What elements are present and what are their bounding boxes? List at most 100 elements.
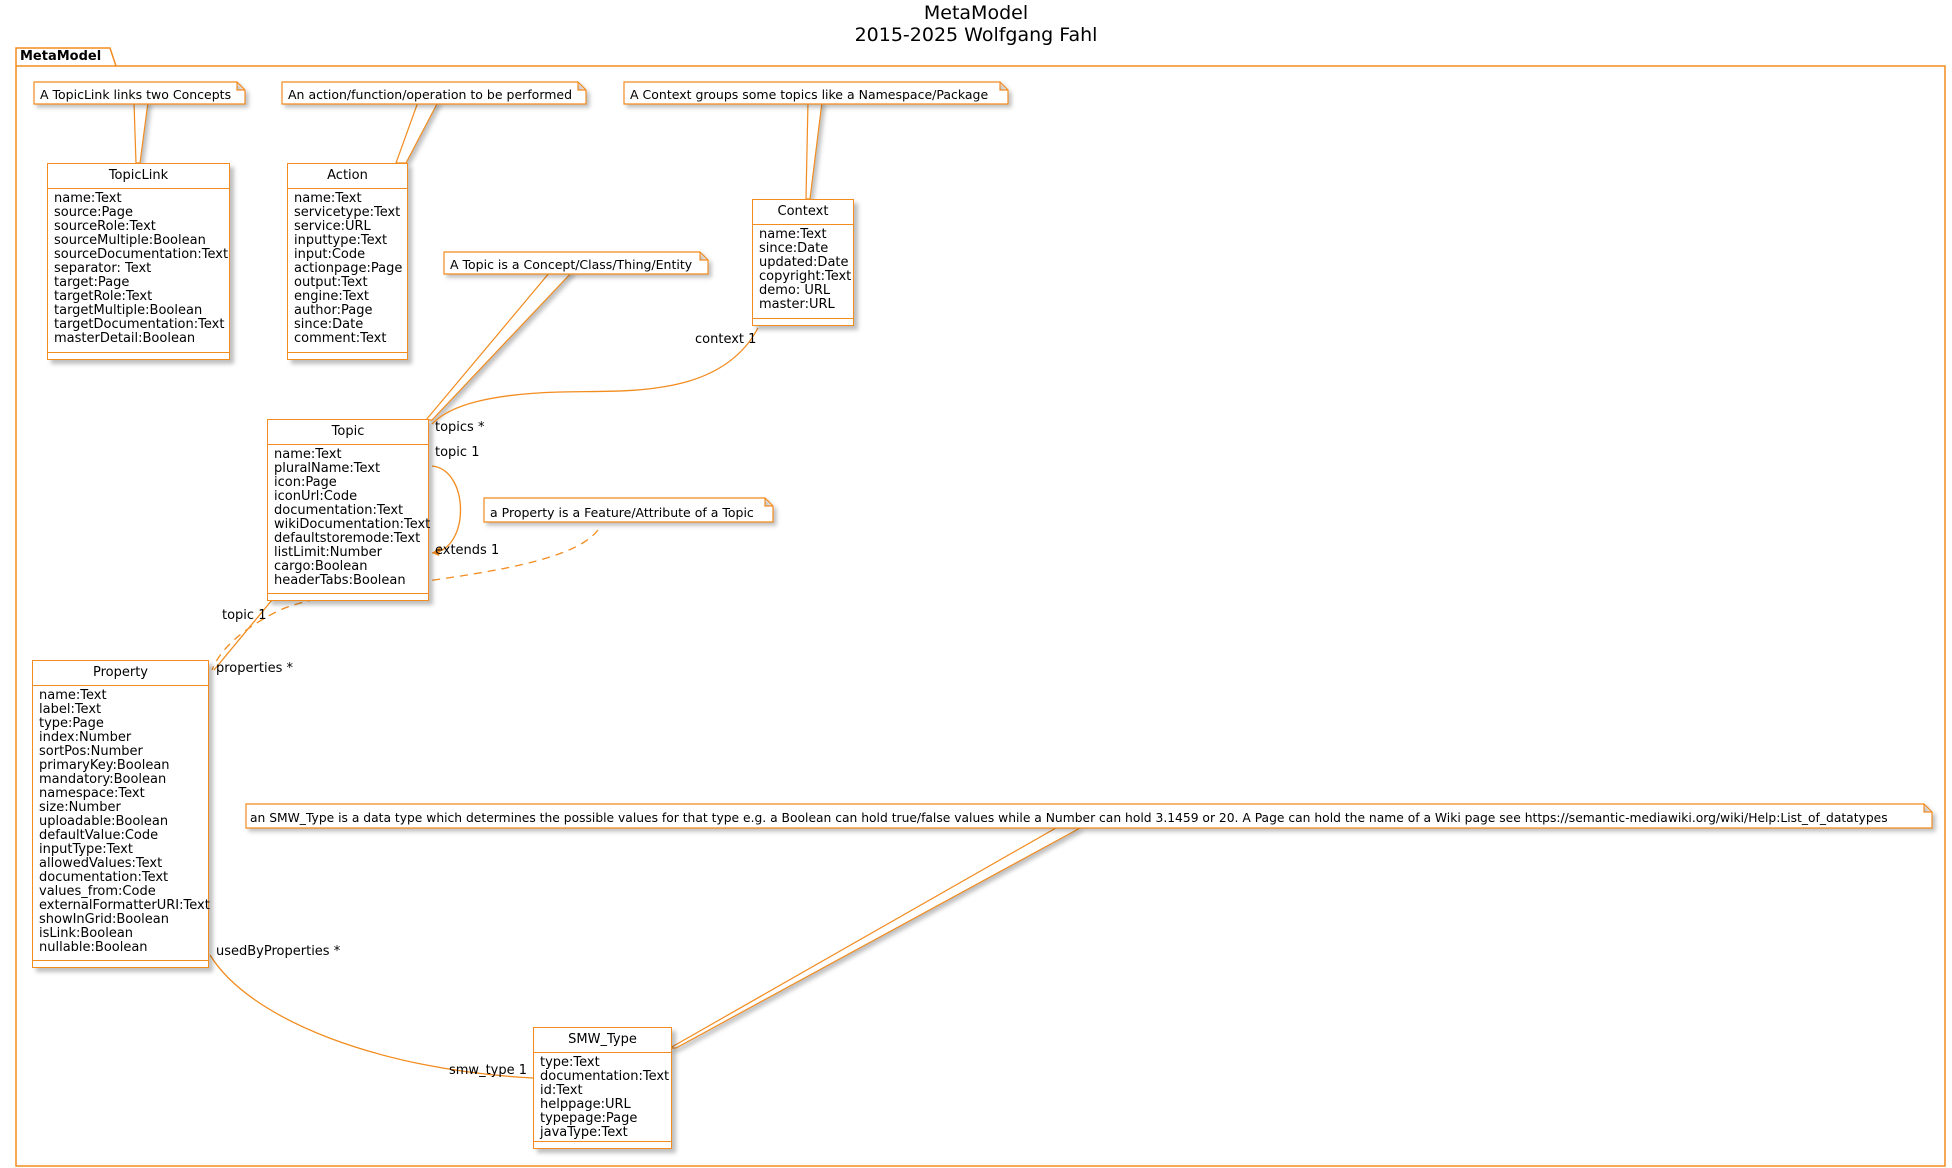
class-attribute: sortPos:Number bbox=[39, 744, 143, 759]
property-smwtype-association bbox=[209, 954, 534, 1079]
smwtype-note-shape bbox=[245, 803, 1933, 829]
class-attribute: sourceMultiple:Boolean bbox=[54, 233, 206, 248]
property-note-association bbox=[211, 529, 599, 671]
property-note-shape bbox=[483, 497, 774, 523]
class-attribute: since:Date bbox=[759, 241, 829, 256]
properties-role-label: properties * bbox=[216, 661, 293, 676]
class-attribute: iconUrl:Code bbox=[274, 489, 358, 504]
class-attribute: comment:Text bbox=[294, 331, 387, 346]
class-attribute: actionpage:Page bbox=[294, 261, 403, 276]
class-attribute: values_from:Code bbox=[39, 884, 156, 899]
class-attribute: separator: Text bbox=[54, 261, 152, 276]
extends-arrowhead bbox=[432, 546, 441, 556]
class-name: SMW_Type bbox=[534, 1028, 671, 1053]
class-attribute: inputType:Text bbox=[39, 842, 133, 857]
class-name: Property bbox=[33, 661, 208, 686]
class-attribute: servicetype:Text bbox=[294, 205, 401, 220]
class-methods-divider bbox=[753, 318, 853, 319]
class-attribute: typepage:Page bbox=[540, 1111, 638, 1126]
class-attribute: engine:Text bbox=[294, 289, 370, 304]
topic-note: A Topic is a Concept/Class/Thing/Entity bbox=[444, 253, 708, 277]
class-attribute: cargo:Boolean bbox=[274, 559, 368, 574]
class-attribute: externalFormatterURI:Text bbox=[39, 898, 210, 913]
property-topic-role-label: topic 1 bbox=[222, 608, 267, 623]
topic-note-shape bbox=[443, 251, 709, 275]
class-attribute: uploadable:Boolean bbox=[39, 814, 169, 829]
property-note-text: a Property is a Feature/Attribute of a T… bbox=[490, 505, 754, 520]
used-by-role-label: usedByProperties * bbox=[216, 944, 341, 959]
property-note: a Property is a Feature/Attribute of a T… bbox=[484, 501, 770, 525]
class-attribute: since:Date bbox=[294, 317, 364, 332]
class-attribute: headerTabs:Boolean bbox=[274, 573, 406, 588]
class-attribute: defaultValue:Code bbox=[39, 828, 159, 843]
class-attribute: primaryKey:Boolean bbox=[39, 758, 170, 773]
diagram-title: MetaModel 2015-2025 Wolfgang Fahl bbox=[0, 2, 1952, 46]
class-attribute: name:Text bbox=[759, 227, 827, 242]
action-note-shape bbox=[281, 81, 587, 105]
topiclink-note-text: A TopicLink links two Concepts bbox=[40, 87, 232, 102]
class-attribute: index:Number bbox=[39, 730, 132, 745]
class-attribute: type:Text bbox=[540, 1055, 600, 1070]
class-attribute: showInGrid:Boolean bbox=[39, 912, 169, 927]
package-name: MetaModel bbox=[20, 49, 102, 64]
topiclink-note-shape bbox=[33, 81, 246, 105]
class-attribute: input:Code bbox=[294, 247, 366, 262]
context-note: A Context groups some topics like a Name… bbox=[624, 83, 1004, 107]
class-name: Context bbox=[753, 200, 853, 225]
class-attribute: label:Text bbox=[39, 702, 102, 717]
class-attribute: allowedValues:Text bbox=[39, 856, 163, 871]
note-shapes bbox=[33, 81, 1933, 829]
class-attribute: copyright:Text bbox=[759, 269, 852, 284]
associations bbox=[209, 327, 759, 1079]
class-attribute: inputtype:Text bbox=[294, 233, 388, 248]
class-attribute: target:Page bbox=[54, 275, 130, 290]
class-attribute: name:Text bbox=[294, 191, 362, 206]
topic-property-association bbox=[213, 599, 273, 671]
class-attribute: sourceDocumentation:Text bbox=[54, 247, 229, 262]
smwtype-note-text: an SMW_Type is a data type which determi… bbox=[250, 811, 1888, 825]
class-attribute: masterDetail:Boolean bbox=[54, 331, 196, 346]
smwtype-note: an SMW_Type is a data type which determi… bbox=[244, 806, 1904, 830]
class-attribute: helppage:URL bbox=[540, 1097, 631, 1112]
class-attribute: pluralName:Text bbox=[274, 461, 381, 476]
class-attribute: mandatory:Boolean bbox=[39, 772, 167, 787]
class-attribute: wikiDocumentation:Text bbox=[274, 517, 431, 532]
class-attribute: name:Text bbox=[54, 191, 122, 206]
class-attribute: nullable:Boolean bbox=[39, 940, 148, 955]
title-line-1: MetaModel bbox=[923, 2, 1029, 24]
class-methods-divider bbox=[33, 960, 208, 961]
context-note-text: A Context groups some topics like a Name… bbox=[630, 87, 989, 102]
class-attribute: size:Number bbox=[39, 800, 121, 815]
class-attribute: name:Text bbox=[274, 447, 342, 462]
smw-type-role-label: smw_type 1 bbox=[449, 1063, 528, 1078]
class-attribute: defaultstoremode:Text bbox=[274, 531, 421, 546]
class-methods-divider bbox=[48, 352, 229, 353]
topiclink-note: A TopicLink links two Concepts bbox=[34, 83, 247, 107]
class-attribute: targetDocumentation:Text bbox=[54, 317, 225, 332]
class-methods-divider bbox=[268, 593, 428, 594]
class-attribute: listLimit:Number bbox=[274, 545, 382, 560]
class-name: Topic bbox=[268, 420, 428, 445]
class-attribute: service:URL bbox=[294, 219, 371, 234]
class-attribute: targetMultiple:Boolean bbox=[54, 303, 203, 318]
action-note-text: An action/function/operation to be perfo… bbox=[288, 87, 573, 102]
class-attribute: documentation:Text bbox=[540, 1069, 670, 1084]
class-methods-divider bbox=[534, 1141, 671, 1142]
topics-role-label: topics * bbox=[435, 420, 485, 435]
class-attribute: master:URL bbox=[759, 297, 835, 312]
class-attribute: isLink:Boolean bbox=[39, 926, 134, 941]
action-note: An action/function/operation to be perfo… bbox=[282, 83, 588, 107]
